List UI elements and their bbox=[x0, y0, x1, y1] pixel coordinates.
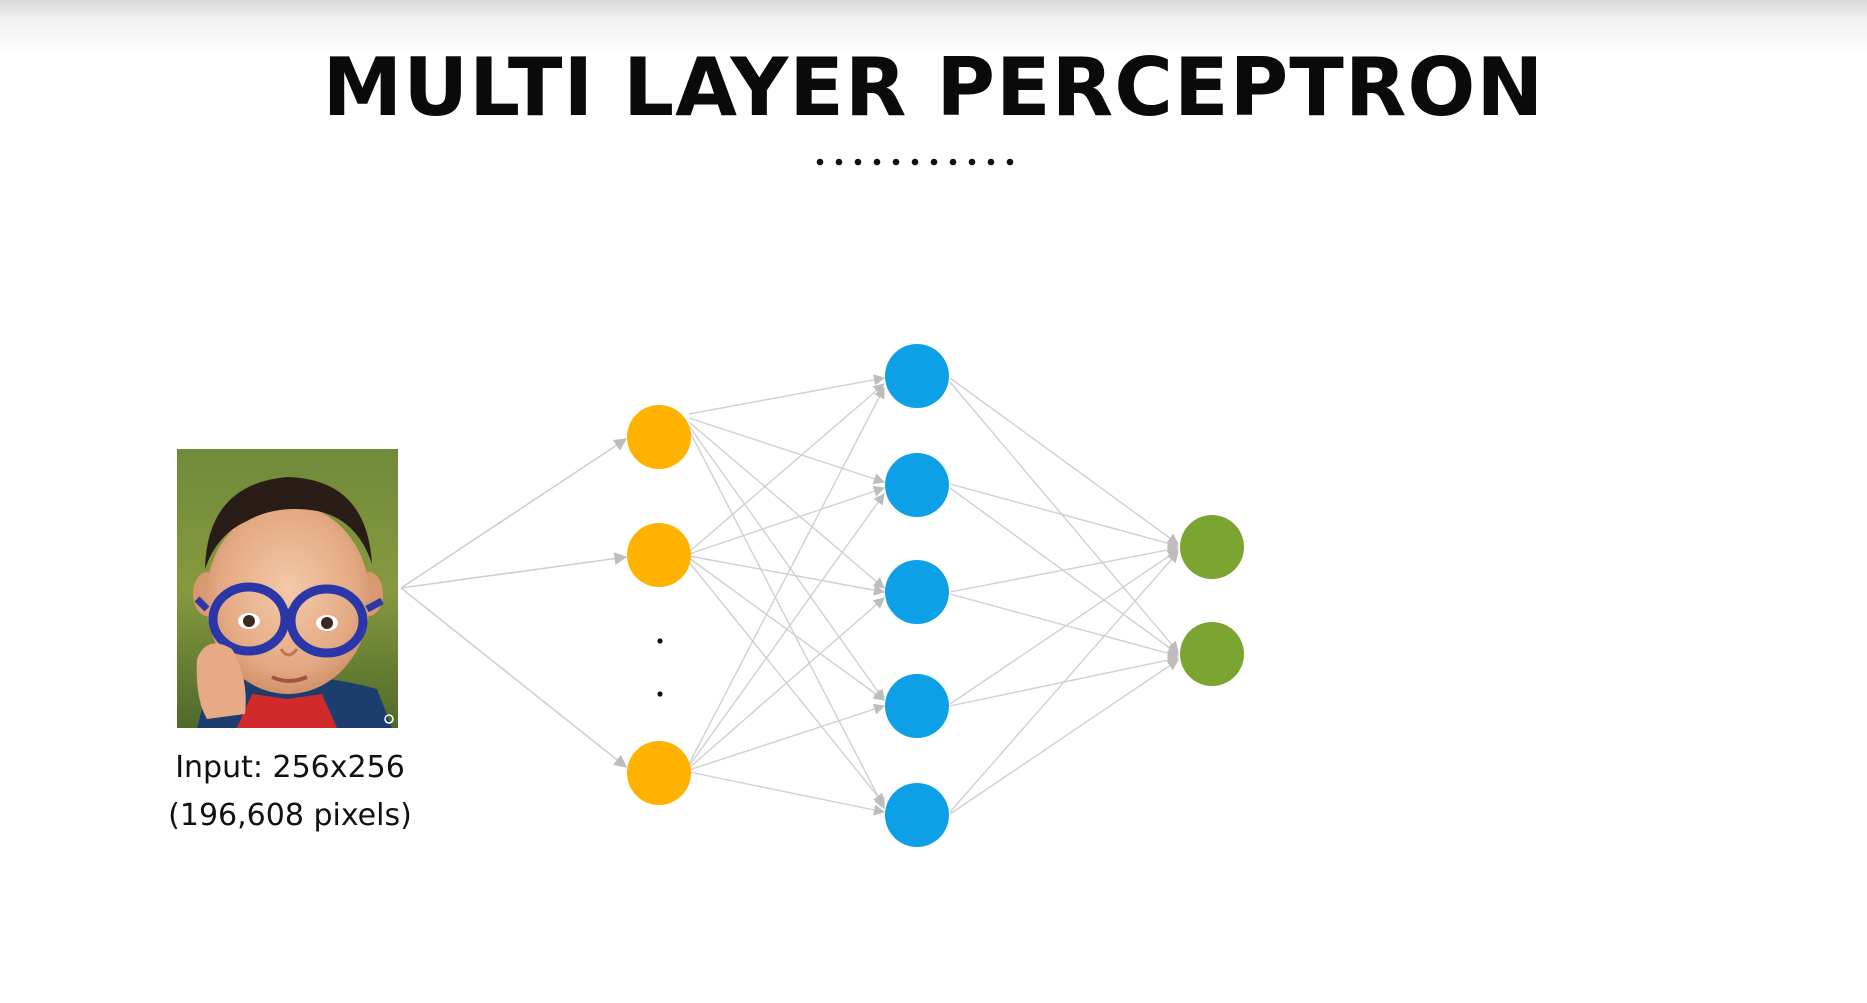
input-size-label: Input: 256x256 bbox=[175, 750, 405, 785]
input-neuron-2 bbox=[627, 523, 691, 587]
input-neuron-n bbox=[627, 741, 691, 805]
edge-image-to-input-2 bbox=[400, 552, 628, 589]
output-neuron-1 bbox=[1180, 515, 1244, 579]
output-layer bbox=[1180, 515, 1244, 686]
input-to-hidden-connections bbox=[688, 374, 886, 816]
ellipsis-dot-2 bbox=[657, 691, 663, 697]
hidden-neuron-1 bbox=[885, 344, 949, 408]
input-connections bbox=[400, 438, 628, 768]
hidden-neuron-4 bbox=[885, 674, 949, 738]
input-layer bbox=[627, 405, 691, 805]
input-neuron-1 bbox=[627, 405, 691, 469]
hidden-to-output-connections bbox=[949, 377, 1180, 815]
ellipsis-dot-1 bbox=[657, 638, 663, 644]
hidden-layer bbox=[885, 344, 949, 847]
input-caption: Input: 256x256 (196,608 pixels) bbox=[150, 744, 430, 840]
input-pixel-count-label: (196,608 pixels) bbox=[168, 798, 412, 833]
child-photo bbox=[177, 449, 398, 728]
hidden-neuron-3 bbox=[885, 560, 949, 624]
top-fade bbox=[0, 0, 1867, 58]
hidden-neuron-5 bbox=[885, 783, 949, 847]
edge-image-to-input-3 bbox=[400, 587, 628, 768]
title-dotted-underline bbox=[816, 158, 1014, 166]
edge-image-to-input-1 bbox=[400, 438, 628, 589]
output-neuron-2 bbox=[1180, 622, 1244, 686]
hidden-neuron-2 bbox=[885, 453, 949, 517]
input-image bbox=[177, 449, 398, 728]
slide-title: MULTI LAYER PERCEPTRON bbox=[322, 41, 1545, 134]
